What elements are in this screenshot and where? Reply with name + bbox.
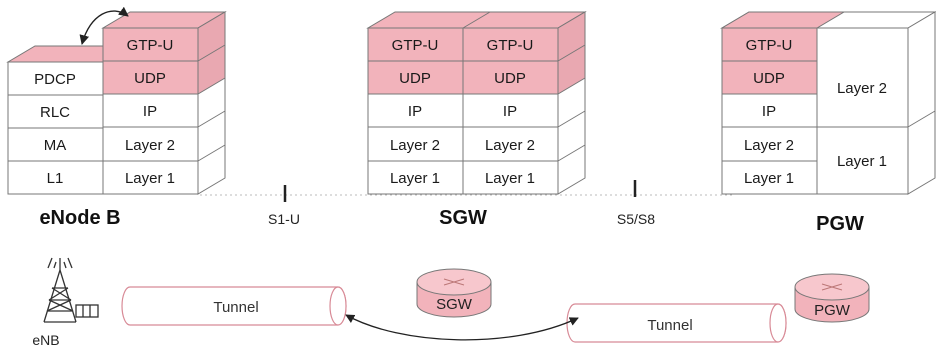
pgw-cylinder-label: PGW: [814, 302, 851, 319]
sgw-c1-udp: UDP: [399, 70, 431, 87]
tunnel-2-label: Tunnel: [647, 317, 692, 334]
enodeb-gtpu: GTP-U: [127, 37, 174, 54]
enodeb-mac: MA: [44, 137, 67, 154]
pgw-layer2-left: Layer 2: [744, 137, 794, 154]
sgw-c1-layer1: Layer 1: [390, 170, 440, 187]
sgw-c2-udp: UDP: [494, 70, 526, 87]
sgw-c2-layer1: Layer 1: [485, 170, 535, 187]
tunnel-2: Tunnel: [566, 303, 787, 343]
pgw-udp: UDP: [753, 70, 785, 87]
sgw-title: SGW: [439, 207, 487, 229]
enb-label: eNB: [32, 332, 59, 348]
pgw-cylinder: PGW: [794, 273, 870, 323]
sgw-cylinder: SGW: [416, 268, 492, 318]
pgw-title: PGW: [816, 213, 864, 235]
pgw-stack: GTP-U UDP IP Layer 2 Layer 1 Layer 2 Lay…: [720, 11, 936, 235]
enodeb-ip: IP: [143, 103, 157, 120]
sgw-stack: GTP-U UDP IP Layer 2 Layer 1 GTP-U UDP I…: [366, 11, 587, 229]
enodeb-layer2: Layer 2: [125, 137, 175, 154]
cell-tower-icon: [43, 257, 99, 323]
sgw-c1-ip: IP: [408, 103, 422, 120]
s1u-label: S1-U: [268, 211, 300, 227]
enodeb-udp: UDP: [134, 70, 166, 87]
sgw-c1-gtpu: GTP-U: [392, 37, 439, 54]
sgw-c2-ip: IP: [503, 103, 517, 120]
enodeb-layer1: Layer 1: [125, 170, 175, 187]
tunnel-link-arrow: [345, 314, 579, 341]
pgw-ip: IP: [762, 103, 776, 120]
pgw-side-face: [907, 11, 936, 195]
pgw-layer2-right: Layer 2: [837, 80, 887, 97]
enodeb-pdcp: PDCP: [34, 71, 76, 88]
enodeb-rlc: RLC: [40, 104, 70, 121]
sgw-c2-layer2: Layer 2: [485, 137, 535, 154]
tunnel-1-label: Tunnel: [213, 299, 258, 316]
relay-arrow: [79, 6, 129, 45]
pgw-layer1-left: Layer 1: [744, 170, 794, 187]
enodeb-title: eNode B: [39, 207, 120, 229]
sgw-c1-layer2: Layer 2: [390, 137, 440, 154]
tunnel-1: Tunnel: [121, 286, 347, 326]
pgw-layer1-right: Layer 1: [837, 153, 887, 170]
sgw-c2-gtpu: GTP-U: [487, 37, 534, 54]
pgw-gtpu: GTP-U: [746, 37, 793, 54]
enodeb-l1: L1: [47, 170, 64, 187]
enodeb-stack: PDCP RLC MA L1 GTP-U UDP IP Layer 2 Laye…: [6, 6, 227, 229]
s5s8-label: S5/S8: [617, 211, 655, 227]
sgw-cylinder-label: SGW: [436, 296, 473, 313]
